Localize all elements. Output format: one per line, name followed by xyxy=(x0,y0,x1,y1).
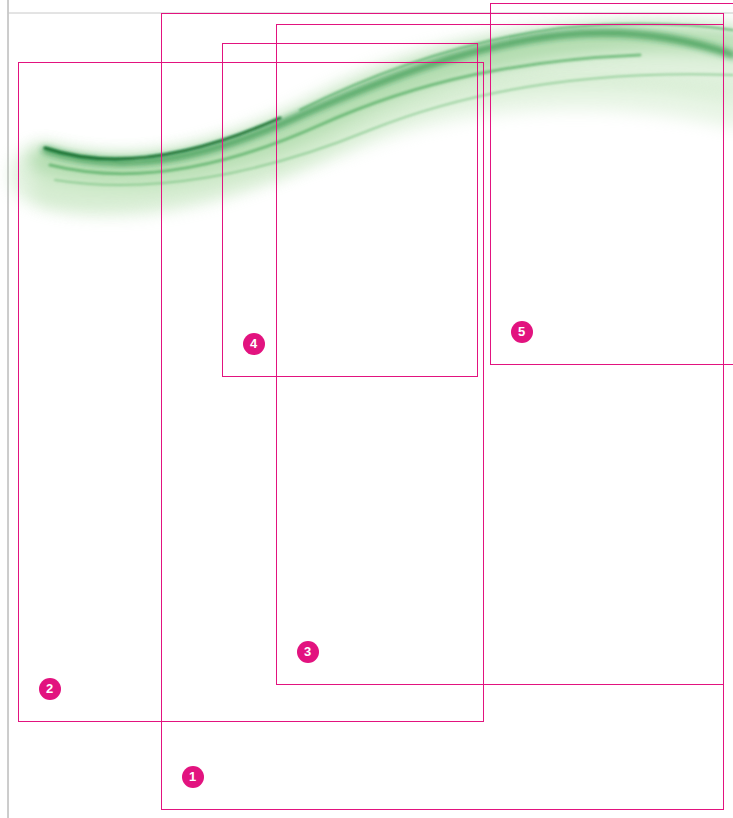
outline-rectangle: 5 xyxy=(490,3,733,365)
callout-number: 1 xyxy=(182,766,204,788)
outline-rectangle: 1 xyxy=(161,13,724,810)
callout-number: 3 xyxy=(297,641,319,663)
outline-rectangle: 4 xyxy=(222,43,478,377)
callout-number: 5 xyxy=(511,321,533,343)
callout-number: 2 xyxy=(39,678,61,700)
page-edge xyxy=(8,0,9,818)
outline-rectangle: 3 xyxy=(276,24,724,685)
callout-number: 4 xyxy=(243,333,265,355)
outline-rectangle: 2 xyxy=(18,62,484,722)
